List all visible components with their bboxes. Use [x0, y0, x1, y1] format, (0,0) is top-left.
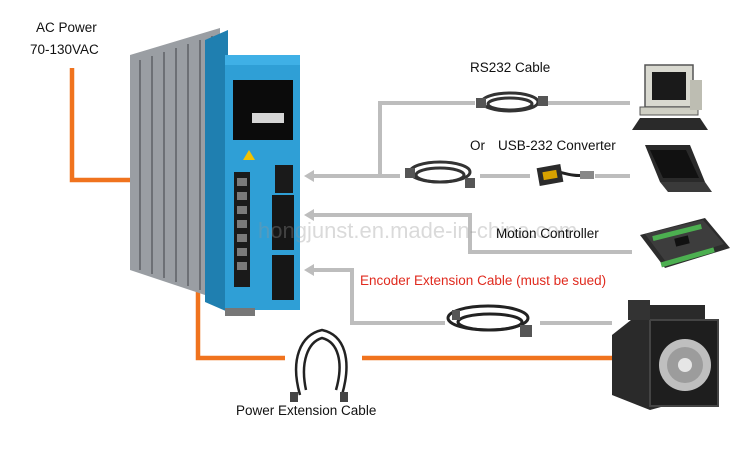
encoder-cable-icon [446, 304, 532, 337]
or-label: Or [470, 138, 485, 153]
power-cable-label: Power Extension Cable [236, 403, 377, 418]
motion-controller-label: Motion Controller [496, 226, 599, 241]
watermark: hongjunst.en.made-in-china.com [258, 218, 578, 243]
arrow-heads [304, 170, 314, 276]
motion-controller-board-icon [640, 218, 730, 268]
power-cable-icon [290, 328, 348, 402]
laptop-icon [645, 145, 712, 192]
servo-motor-icon [612, 300, 719, 410]
rs232-cable-icon [476, 91, 548, 113]
desktop-computer-icon [632, 64, 708, 130]
ac-power-voltage-label: 70-130VAC [30, 42, 99, 57]
usb-converter-label: USB-232 Converter [498, 138, 616, 153]
serial-cable-icon [405, 160, 475, 188]
ac-power-label: AC Power [36, 20, 97, 35]
usb-converter-icon [536, 164, 594, 186]
rs232-cable-label: RS232 Cable [470, 60, 551, 75]
encoder-cable-label: Encoder Extension Cable (must be sued) [360, 273, 607, 288]
servo-drive-icon [130, 28, 300, 316]
signal-lines [312, 101, 632, 325]
